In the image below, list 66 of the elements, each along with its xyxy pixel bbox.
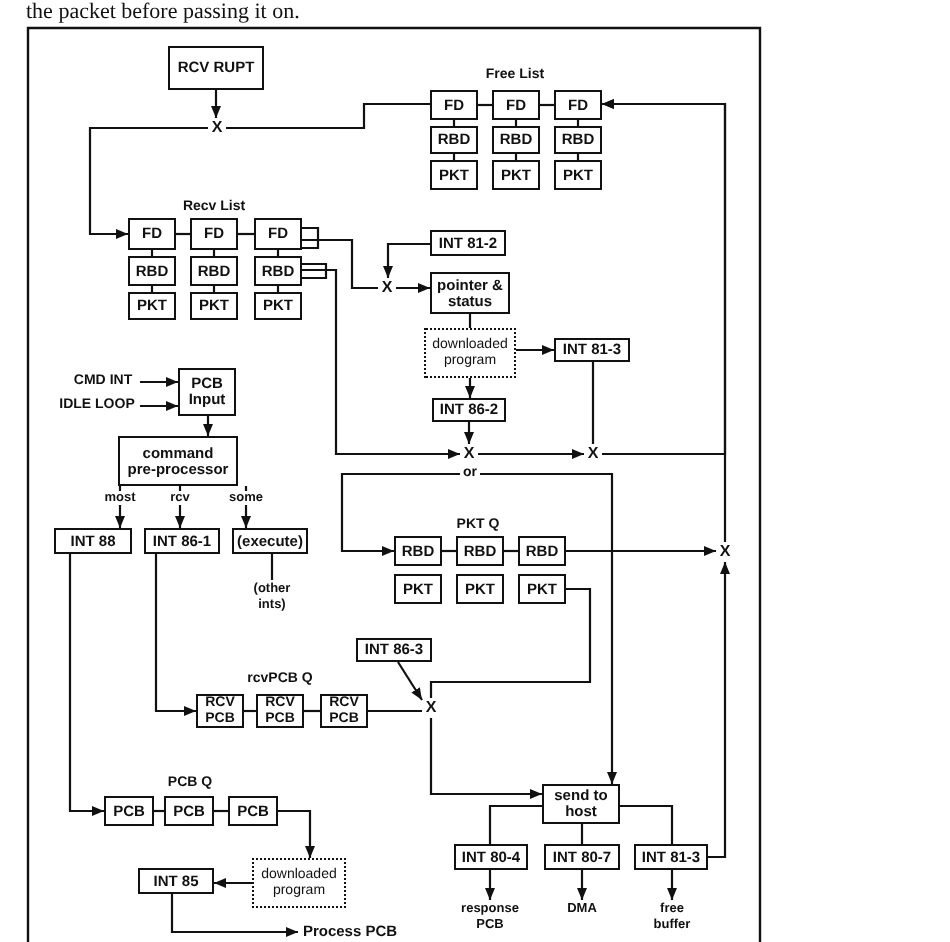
arrow (140, 377, 178, 387)
connector-line (150, 286, 154, 292)
connector-line (514, 154, 518, 160)
connector-line (300, 226, 380, 290)
connector-line (154, 809, 164, 813)
arrow (566, 546, 716, 556)
arrow (602, 99, 727, 542)
arrow (577, 870, 587, 900)
connector-line (514, 120, 518, 126)
page-text-fragment: the packet before passing it on. (26, 0, 302, 24)
junction-mark: X (378, 278, 396, 298)
arrow (667, 870, 677, 900)
connector-line (540, 103, 554, 107)
junction-mark: X (422, 698, 440, 718)
connector-line (238, 232, 254, 236)
arrow (140, 401, 178, 411)
connector-line (429, 587, 592, 698)
connector-line (478, 103, 492, 107)
junction-mark: X (584, 444, 602, 464)
connector-line (591, 362, 595, 444)
connector-line (468, 314, 472, 328)
connector-line (580, 824, 584, 844)
arrow (300, 262, 462, 459)
arrow (396, 283, 430, 293)
arrow (214, 878, 252, 888)
connector-line (368, 709, 422, 713)
arrow (708, 562, 730, 859)
arrow (211, 90, 221, 118)
arrow (397, 661, 423, 701)
connector-line (176, 232, 190, 236)
arrow (88, 126, 208, 239)
arrow (383, 242, 430, 278)
arrow (478, 449, 584, 459)
arrow (203, 416, 213, 436)
arrow (480, 472, 617, 784)
junction-mark: X (460, 444, 478, 464)
connector-line (244, 709, 256, 713)
connector-line (620, 804, 674, 844)
arrow (485, 870, 495, 900)
junction-mark: X (716, 542, 734, 562)
connector-line (576, 154, 580, 160)
connector-line (214, 809, 228, 813)
connector-line (304, 709, 320, 713)
arrow (68, 554, 104, 816)
connector-line (226, 102, 430, 130)
connector-line (276, 250, 280, 256)
connector-line (442, 549, 456, 553)
arrow (465, 378, 475, 398)
arrow (464, 422, 474, 444)
connector-line (212, 286, 216, 292)
connector-line (452, 120, 456, 126)
connector-line (576, 120, 580, 126)
arrow (516, 345, 554, 355)
connector-line (270, 554, 274, 580)
arrow (340, 472, 460, 556)
arrow (429, 718, 542, 799)
junction-mark: X (208, 118, 226, 138)
connector-line (212, 250, 216, 256)
connector-line (488, 804, 542, 844)
connector-line (452, 154, 456, 160)
arrow (170, 894, 298, 937)
connector-line (276, 286, 280, 292)
connector-line (150, 250, 154, 256)
connector-line (504, 549, 518, 553)
arrow (278, 809, 315, 858)
arrow (154, 554, 196, 716)
